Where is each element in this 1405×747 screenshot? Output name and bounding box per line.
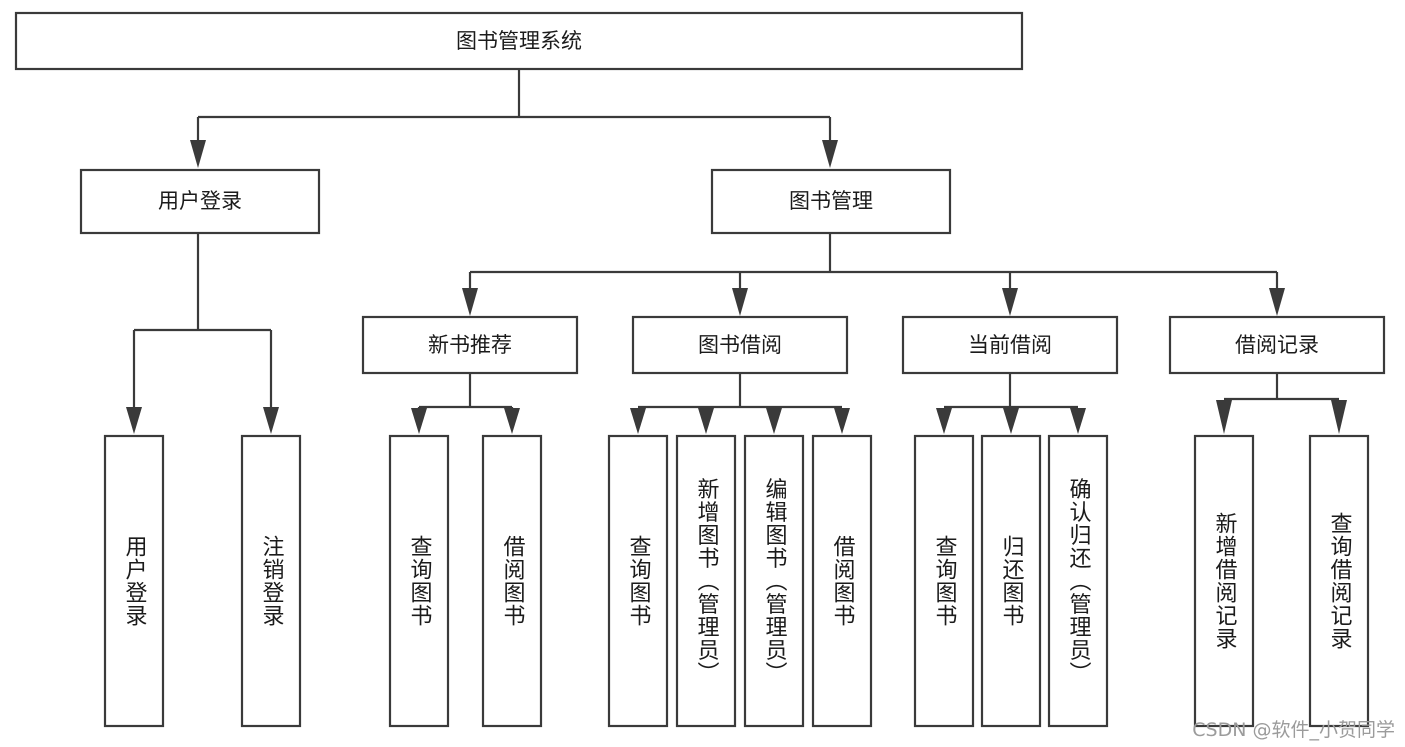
arrow-head-leaf-query-book-1	[411, 408, 427, 434]
node-book-management-label: 图书管理	[789, 189, 873, 213]
node-leaf-query-book-1-label: 查询图书	[407, 535, 433, 627]
node-borrow-record[interactable]: 借阅记录	[1168, 315, 1386, 375]
node-leaf-borrow-book-2[interactable]: 借阅图书	[811, 434, 873, 728]
connector-group-root	[190, 69, 838, 168]
node-leaf-edit-book-box[interactable]	[743, 434, 805, 728]
node-leaf-add-record-box[interactable]	[1193, 434, 1255, 728]
node-leaf-query-book-3-box[interactable]	[913, 434, 975, 728]
arrow-head-leaf-query-record	[1331, 400, 1347, 434]
arrow-head-leaf-borrow-book-2	[834, 408, 850, 434]
arrow-head-current-borrow	[1002, 288, 1018, 316]
arrow-head-book-management	[822, 140, 838, 168]
node-user-login[interactable]: 用户登录	[79, 168, 321, 235]
connector-group-book-borrow	[630, 373, 850, 434]
node-leaf-user-login-label: 用户登录	[122, 535, 148, 627]
arrow-head-user-login	[190, 140, 206, 168]
node-book-management[interactable]: 图书管理	[710, 168, 952, 235]
node-leaf-borrow-book-1[interactable]: 借阅图书	[481, 434, 543, 728]
node-leaf-return-book[interactable]: 归还图书	[980, 434, 1042, 728]
node-leaf-user-login[interactable]: 用户登录	[103, 434, 165, 728]
node-leaf-add-record-label: 新增借阅记录	[1212, 512, 1238, 650]
node-leaf-query-book-2-box[interactable]	[607, 434, 669, 728]
node-user-login-label: 用户登录	[158, 189, 242, 213]
connector-group-new-book-recommend	[411, 373, 520, 434]
node-borrow-record-box[interactable]	[1168, 315, 1386, 375]
node-book-borrow[interactable]: 图书借阅	[631, 315, 849, 375]
arrow-head-leaf-add-record	[1216, 400, 1232, 434]
node-leaf-query-record[interactable]: 查询借阅记录	[1308, 434, 1370, 728]
connector-group-current-borrow	[936, 373, 1086, 434]
connector-group-user-login	[126, 233, 279, 434]
node-leaf-edit-book-label: 编辑图书（管理员）	[762, 478, 788, 685]
node-leaf-borrow-book-1-label: 借阅图书	[500, 535, 526, 627]
node-leaf-add-record[interactable]: 新增借阅记录	[1193, 434, 1255, 728]
node-leaf-confirm-return-box[interactable]	[1047, 434, 1109, 728]
node-book-borrow-box[interactable]	[631, 315, 849, 375]
node-new-book-recommend[interactable]: 新书推荐	[361, 315, 579, 375]
node-leaf-user-login-box[interactable]	[103, 434, 165, 728]
node-leaf-add-book-label: 新增图书（管理员）	[694, 478, 720, 685]
node-book-borrow-label: 图书借阅	[698, 333, 782, 357]
node-leaf-query-book-3-label: 查询图书	[932, 535, 958, 627]
node-leaf-query-record-label: 查询借阅记录	[1327, 512, 1353, 650]
node-leaf-add-book-box[interactable]	[675, 434, 737, 728]
node-root[interactable]: 图书管理系统	[14, 11, 1024, 71]
node-leaf-return-book-box[interactable]	[980, 434, 1042, 728]
node-leaf-query-record-box[interactable]	[1308, 434, 1370, 728]
arrow-head-leaf-user-login	[126, 407, 142, 434]
arrow-head-book-borrow	[732, 288, 748, 316]
arrow-head-leaf-query-book-3	[936, 408, 952, 434]
arrow-head-borrow-record	[1269, 288, 1285, 316]
node-root-label: 图书管理系统	[456, 29, 582, 53]
node-leaf-add-book[interactable]: 新增图书（管理员）	[675, 434, 737, 728]
node-user-login-box[interactable]	[79, 168, 321, 235]
csdn-watermark: CSDN @软件_小贺同学	[1192, 719, 1395, 741]
node-leaf-user-logout-box[interactable]	[240, 434, 302, 728]
node-leaf-user-logout-label: 注销登录	[259, 535, 285, 627]
node-leaf-edit-book[interactable]: 编辑图书（管理员）	[743, 434, 805, 728]
node-leaf-query-book-2-label: 查询图书	[626, 535, 652, 627]
node-leaf-return-book-label: 归还图书	[999, 535, 1025, 627]
arrow-head-leaf-add-book	[698, 408, 714, 434]
node-leaf-borrow-book-2-label: 借阅图书	[830, 535, 856, 627]
node-current-borrow-label: 当前借阅	[968, 333, 1052, 357]
node-leaf-query-book-1-box[interactable]	[388, 434, 450, 728]
connector-group-book-management	[462, 233, 1285, 316]
arrow-head-leaf-edit-book	[766, 408, 782, 434]
node-book-management-box[interactable]	[710, 168, 952, 235]
connector-group-borrow-record	[1216, 373, 1347, 434]
node-leaf-borrow-book-1-box[interactable]	[481, 434, 543, 728]
node-new-book-recommend-box[interactable]	[361, 315, 579, 375]
arrow-head-leaf-borrow-book-1	[504, 408, 520, 434]
node-current-borrow-box[interactable]	[901, 315, 1119, 375]
node-leaf-query-book-1[interactable]: 查询图书	[388, 434, 450, 728]
node-leaf-confirm-return-label: 确认归还（管理员）	[1066, 478, 1092, 685]
node-borrow-record-label: 借阅记录	[1235, 333, 1319, 357]
node-leaf-query-book-2[interactable]: 查询图书	[607, 434, 669, 728]
arrow-head-leaf-return-book	[1003, 408, 1019, 434]
node-leaf-user-logout[interactable]: 注销登录	[240, 434, 302, 728]
node-leaf-borrow-book-2-box[interactable]	[811, 434, 873, 728]
node-root-box[interactable]	[14, 11, 1024, 71]
arrow-head-leaf-confirm-return	[1070, 408, 1086, 434]
node-leaf-query-book-3[interactable]: 查询图书	[913, 434, 975, 728]
arrow-head-leaf-user-logout	[263, 407, 279, 434]
arrow-head-new-book-recommend	[462, 288, 478, 316]
arrow-head-leaf-query-book-2	[630, 408, 646, 434]
node-leaf-confirm-return[interactable]: 确认归还（管理员）	[1047, 434, 1109, 728]
node-current-borrow[interactable]: 当前借阅	[901, 315, 1119, 375]
node-new-book-recommend-label: 新书推荐	[428, 333, 512, 357]
